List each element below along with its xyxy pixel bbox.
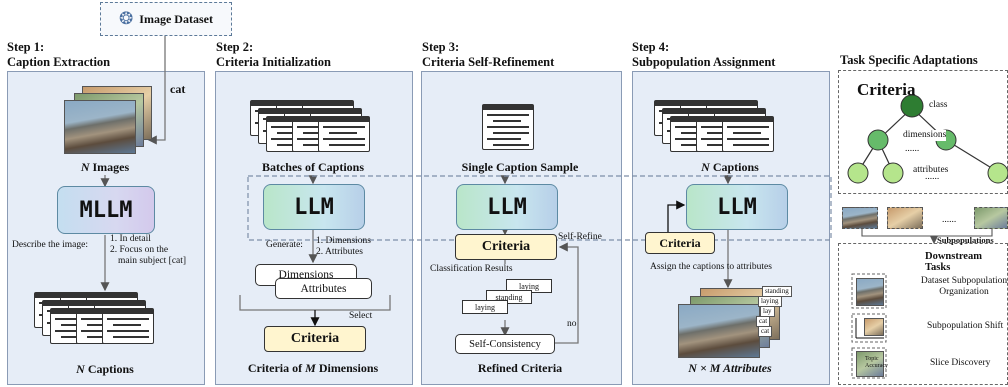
task2-frame	[851, 313, 887, 343]
step2-header: Step 2:Criteria Initialization	[216, 40, 331, 69]
describe-prompt-label: Describe the image:	[12, 240, 88, 250]
task2-label: Subpopulation Shift	[927, 321, 1004, 331]
criteria-box: Criteria	[264, 326, 366, 352]
n-captions-label: N Captions	[76, 362, 134, 376]
task3-thumbnail	[856, 351, 884, 377]
no-label: no	[567, 319, 577, 329]
classification-label: Classification Results	[430, 264, 513, 274]
task2-thumbnail	[864, 318, 884, 336]
tree-mid-node	[867, 129, 889, 151]
generate-label: Generate:	[266, 240, 303, 250]
task1-frame	[851, 273, 887, 309]
step3-header: Step 3:Criteria Self-Refinement	[422, 40, 555, 69]
criteria-to-llm-arrow	[667, 200, 686, 234]
tree-dots-low: ......	[925, 172, 940, 182]
subpop-bracket	[861, 227, 993, 237]
subpop-thumbnail	[887, 207, 923, 229]
refined-criteria-label: Refined Criteria	[477, 361, 563, 375]
step4-header: Step 4:Subpopulation Assignment	[632, 40, 776, 69]
llm-box: LLM	[686, 184, 788, 230]
n-captions-label: N Captions	[701, 160, 759, 174]
batches-label: Batches of Captions	[261, 160, 364, 174]
tree-dimensions-label: dimensions	[903, 130, 947, 141]
self-refine-loop	[553, 242, 579, 344]
tree-criteria-title: Criteria	[857, 80, 916, 99]
cat-image	[678, 304, 760, 358]
select-label: Select	[349, 311, 373, 321]
caption-document	[318, 116, 370, 152]
caption-document	[722, 116, 774, 152]
llm-box: LLM	[456, 184, 558, 230]
tree-leaf-node	[987, 162, 1008, 184]
single-caption-label: Single Caption Sample	[461, 160, 579, 174]
downstream-title: Downstream Tasks	[925, 251, 982, 273]
tree-class-label: class	[929, 100, 948, 110]
task3-frame	[851, 347, 887, 379]
criteria-box: Criteria	[455, 234, 557, 260]
image-dataset-node: ❂ Image Dataset	[100, 2, 232, 36]
task1-thumbnail	[856, 278, 884, 306]
result-card: laying	[462, 300, 508, 314]
caption-document	[482, 104, 534, 150]
n-m-attributes-label: N × M Attributes	[688, 361, 772, 375]
subpop-thumbnail	[842, 207, 878, 229]
subpopulations-label: Subpopulations	[937, 235, 994, 245]
tree-root-node	[900, 94, 924, 118]
shift-axis	[855, 318, 884, 339]
attributes-box: Attributes	[275, 278, 372, 299]
self-consistency-box: Self-Consistency	[455, 334, 555, 354]
dataset-edge-label: cat	[170, 82, 186, 96]
caption-document	[102, 308, 154, 344]
dataset-label: Image Dataset	[139, 11, 213, 26]
tree-attributes-label: attributes	[913, 165, 949, 176]
adapt-header: Task Specific Adaptations	[840, 53, 978, 67]
tree-dots-mid: ......	[905, 144, 920, 154]
task3-label: Slice Discovery	[930, 358, 991, 368]
step1-header: Step 1:Caption Extraction	[7, 40, 111, 69]
tree-leaf-node	[847, 162, 869, 184]
llm-box: LLM	[263, 184, 365, 230]
subpop-dots: ......	[942, 215, 957, 225]
n-images-label: N Images	[80, 160, 130, 174]
criteria-m-dimensions-label: Criteria of M Dimensions	[247, 361, 379, 375]
dataset-icon: ❂	[119, 9, 134, 28]
assign-label: Assign the captions to attributes	[650, 262, 772, 272]
attribute-tag: cat	[758, 326, 773, 337]
criteria-box: Criteria	[645, 232, 715, 254]
dataset-arrow	[147, 36, 166, 145]
subpop-thumbnail	[974, 207, 1008, 229]
cat-image	[64, 100, 136, 154]
tree-leaf-node	[882, 162, 904, 184]
mllm-box: MLLM	[57, 186, 155, 234]
self-refine-label: Self-Refine	[558, 232, 602, 242]
